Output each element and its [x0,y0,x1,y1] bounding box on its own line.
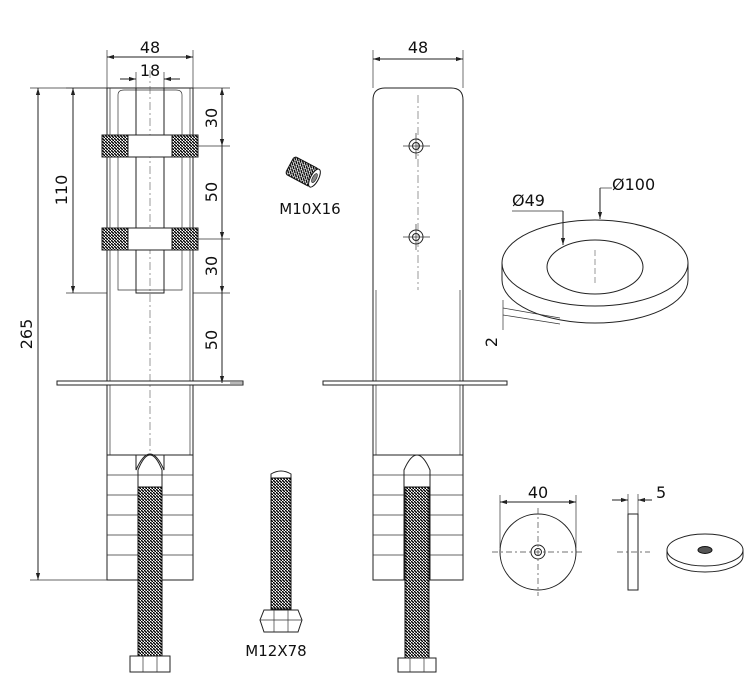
dim-110: 110 [52,175,71,206]
insert-label: M10X16 [279,200,340,218]
side-view: 48 [322,38,508,673]
dim-washer-thickness: 5 [656,483,666,502]
dim-265: 265 [17,319,36,350]
dim-plate-thickness: 2 [482,337,501,347]
dim-plate-outer: Ø100 [612,175,655,194]
side-adjusting-bolt [404,486,430,668]
washer-side: 5 [612,483,666,591]
washer-3d-icon [666,533,744,573]
annular-plate: Ø49 Ø100 2 [482,175,689,347]
dim-18: 18 [140,61,160,80]
plate-inner-hole [546,239,644,295]
dim-30-top: 30 [202,108,221,128]
bolt-label: M12X78 [245,642,306,660]
bolt-m12-icon [259,470,303,633]
dim-48-left: 48 [140,38,160,57]
dim-plate-inner: Ø49 [512,191,545,210]
dim-50-bottom: 50 [202,330,221,350]
dim-washer-dia: 40 [528,483,548,502]
dim-30-low: 30 [202,256,221,276]
base-plate [56,380,244,386]
washer-front: 40 [492,483,584,596]
bolt-head [129,655,171,673]
dim-48-right: 48 [408,38,428,57]
dim-50-mid: 50 [202,182,221,202]
insert-icon [285,156,321,188]
side-base-plate [322,380,508,386]
bolt-hex-head [259,609,303,633]
front-view: 48 18 265 110 30 50 30 50 [17,38,244,673]
adjusting-bolt [137,486,163,668]
